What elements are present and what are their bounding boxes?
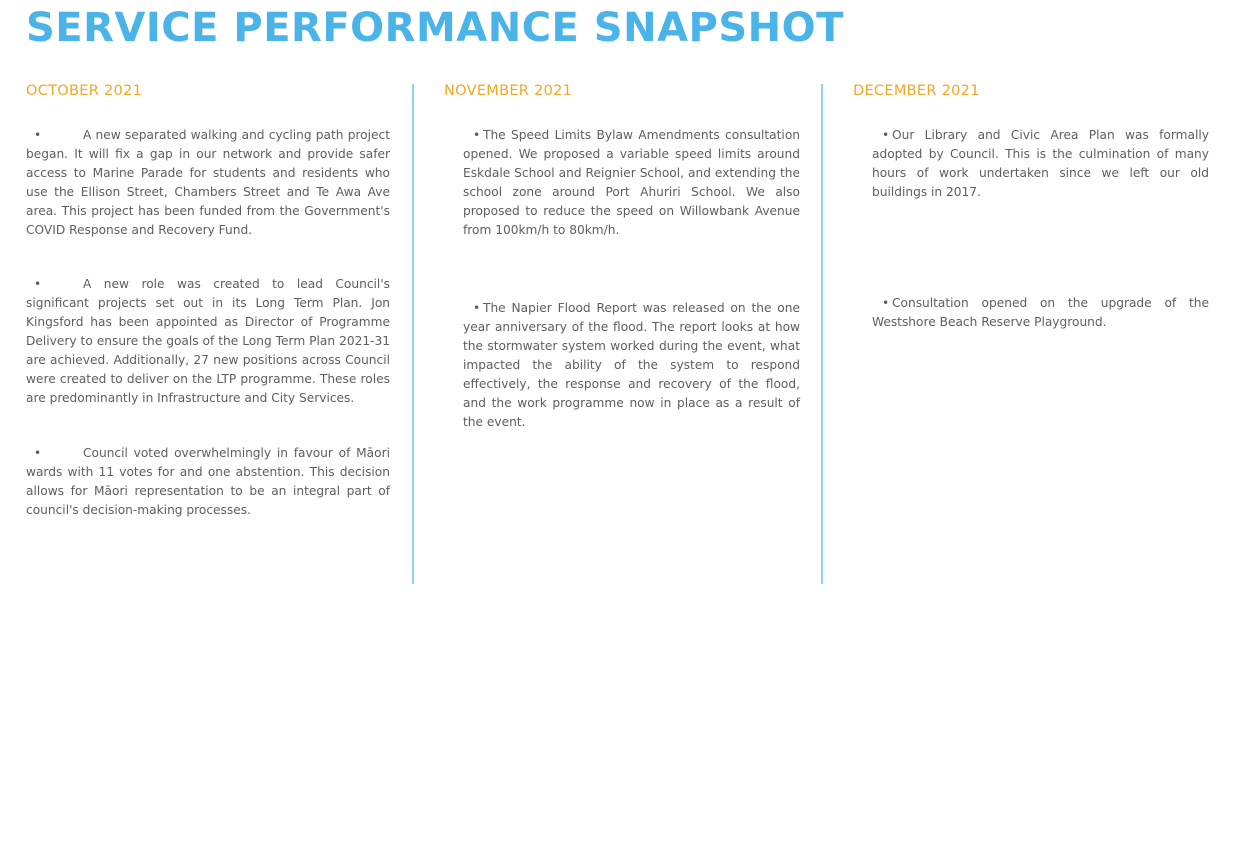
column-divider [821,84,823,584]
list-item-october-2: •A new role was created to lead Council'… [26,275,390,407]
page-title: SERVICE PERFORMANCE SNAPSHOT [26,5,844,51]
month-heading-november: NOVEMBER 2021 [444,83,573,99]
list-item-october-1: •A new separated walking and cycling pat… [26,126,390,239]
item-text: Council voted overwhelmingly in favour o… [26,445,390,517]
column-december: DECEMBER 2021 •Our Library and Civic Are… [853,82,1209,331]
column-divider [412,84,414,584]
bullet-icon: • [882,128,890,142]
item-text: The Napier Flood Report was released on … [463,301,800,429]
bullet-icon: • [473,128,481,142]
bullet-icon: • [34,445,42,460]
list-item-november-1: •The Speed Limits Bylaw Amendments consu… [444,126,800,239]
month-heading-december: DECEMBER 2021 [853,83,980,99]
column-october: OCTOBER 2021 •A new separated walking an… [26,82,390,519]
list-item-december-2: •Consultation opened on the upgrade of t… [853,294,1209,332]
item-text: A new role was created to lead Council's… [26,277,390,405]
item-text: Consultation opened on the upgrade of th… [872,295,1209,329]
list-item-november-2: •The Napier Flood Report was released on… [444,299,800,431]
list-item-october-3: •Council voted overwhelmingly in favour … [26,444,390,520]
item-text: A new separated walking and cycling path… [26,128,390,237]
item-text: The Speed Limits Bylaw Amendments consul… [463,128,800,237]
bullet-icon: • [34,277,42,292]
month-heading-october: OCTOBER 2021 [26,83,143,99]
bullet-icon: • [34,128,42,142]
column-november: NOVEMBER 2021 •The Speed Limits Bylaw Am… [444,82,800,432]
list-item-december-1: •Our Library and Civic Area Plan was for… [853,126,1209,202]
bullet-icon: • [473,301,481,316]
item-text: Our Library and Civic Area Plan was form… [872,128,1209,199]
bullet-icon: • [882,295,890,310]
